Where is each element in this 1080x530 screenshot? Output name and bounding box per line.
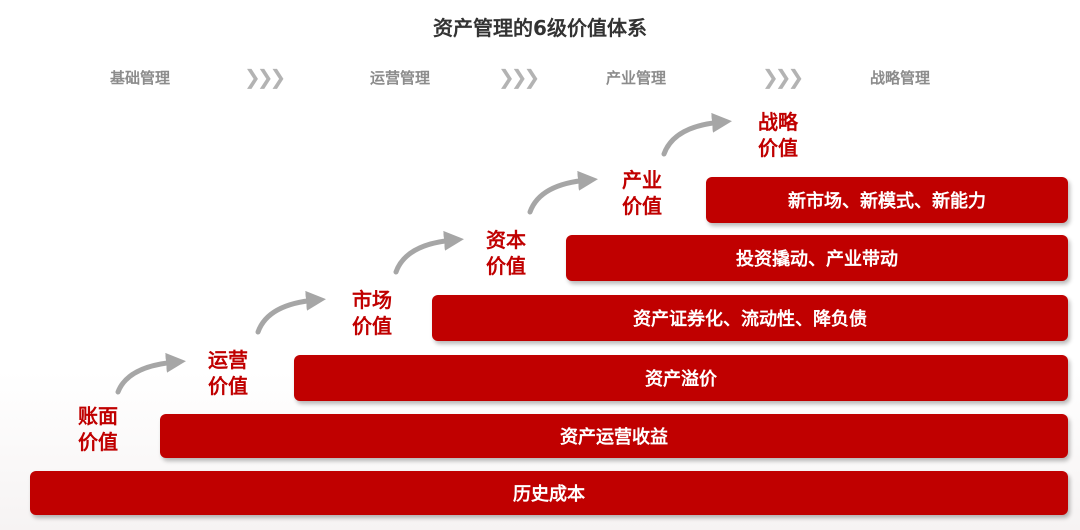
bar-asset-operation-income: 资产运营收益	[160, 414, 1068, 458]
bar-new-market-model-capability: 新市场、新模式、新能力	[706, 177, 1068, 223]
bar-label: 投资撬动、产业带动	[736, 249, 898, 270]
arrow-up-right-icon	[115, 352, 186, 395]
arrow-up-right-icon	[393, 230, 464, 275]
chevron-right-icon: ❯❯❯	[762, 65, 804, 89]
value-label-market: 市场 价值	[352, 288, 392, 338]
stage-operation-management: 运营管理	[370, 69, 431, 87]
chevron-right-icon: ❯❯❯	[498, 65, 540, 89]
bar-securitization-liquidity: 资产证券化、流动性、降负债	[432, 295, 1068, 341]
bar-asset-premium: 资产溢价	[294, 355, 1068, 401]
bar-label: 资产溢价	[645, 369, 717, 390]
value-label-strategy: 战略 价值	[758, 110, 798, 160]
stage-industry-management: 产业管理	[606, 69, 667, 87]
bar-investment-leverage: 投资撬动、产业带动	[566, 235, 1068, 281]
bar-label: 资产证券化、流动性、降负债	[633, 309, 867, 330]
bar-label: 资产运营收益	[560, 427, 668, 448]
diagram-title: 资产管理的6级价值体系	[433, 16, 647, 40]
value-label-book: 账面 价值	[78, 404, 118, 454]
arrow-up-right-icon	[661, 112, 732, 157]
stage-strategy-management: 战略管理	[870, 69, 931, 87]
arrow-up-right-icon	[527, 170, 598, 215]
value-label-operation: 运营 价值	[208, 348, 248, 398]
bar-label: 历史成本	[513, 484, 585, 505]
bar-label: 新市场、新模式、新能力	[788, 191, 986, 212]
bar-historical-cost: 历史成本	[30, 471, 1068, 515]
value-label-industry: 产业 价值	[622, 168, 662, 218]
stage-basic-management: 基础管理	[110, 69, 171, 87]
arrow-up-right-icon	[255, 290, 326, 335]
value-label-capital: 资本 价值	[486, 228, 526, 278]
chevron-right-icon: ❯❯❯	[244, 65, 286, 89]
